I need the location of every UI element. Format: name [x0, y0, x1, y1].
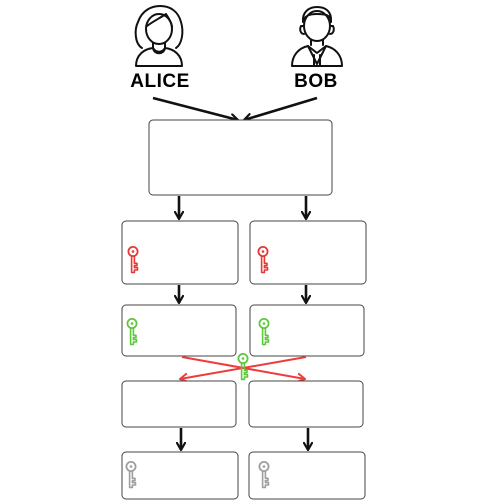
bob-box-3 [248, 380, 364, 428]
alice-box-2 [121, 304, 237, 357]
arrow-alice-to-top [152, 96, 238, 120]
arrow-bob-to-top [244, 96, 318, 120]
alice-label: ALICE [130, 71, 190, 92]
exchange-arrow-to-alice [179, 356, 307, 383]
woman-avatar-icon [134, 5, 184, 67]
bob-box-1 [249, 220, 367, 285]
top-box [148, 119, 333, 196]
alice-box-3 [121, 380, 237, 428]
bob-label: BOB [294, 71, 338, 92]
man-avatar-icon [291, 6, 343, 67]
alice-box-4 [121, 451, 239, 500]
alice-box-1 [121, 220, 239, 285]
bob-box-4 [248, 451, 366, 500]
bob-box-2 [249, 304, 365, 357]
